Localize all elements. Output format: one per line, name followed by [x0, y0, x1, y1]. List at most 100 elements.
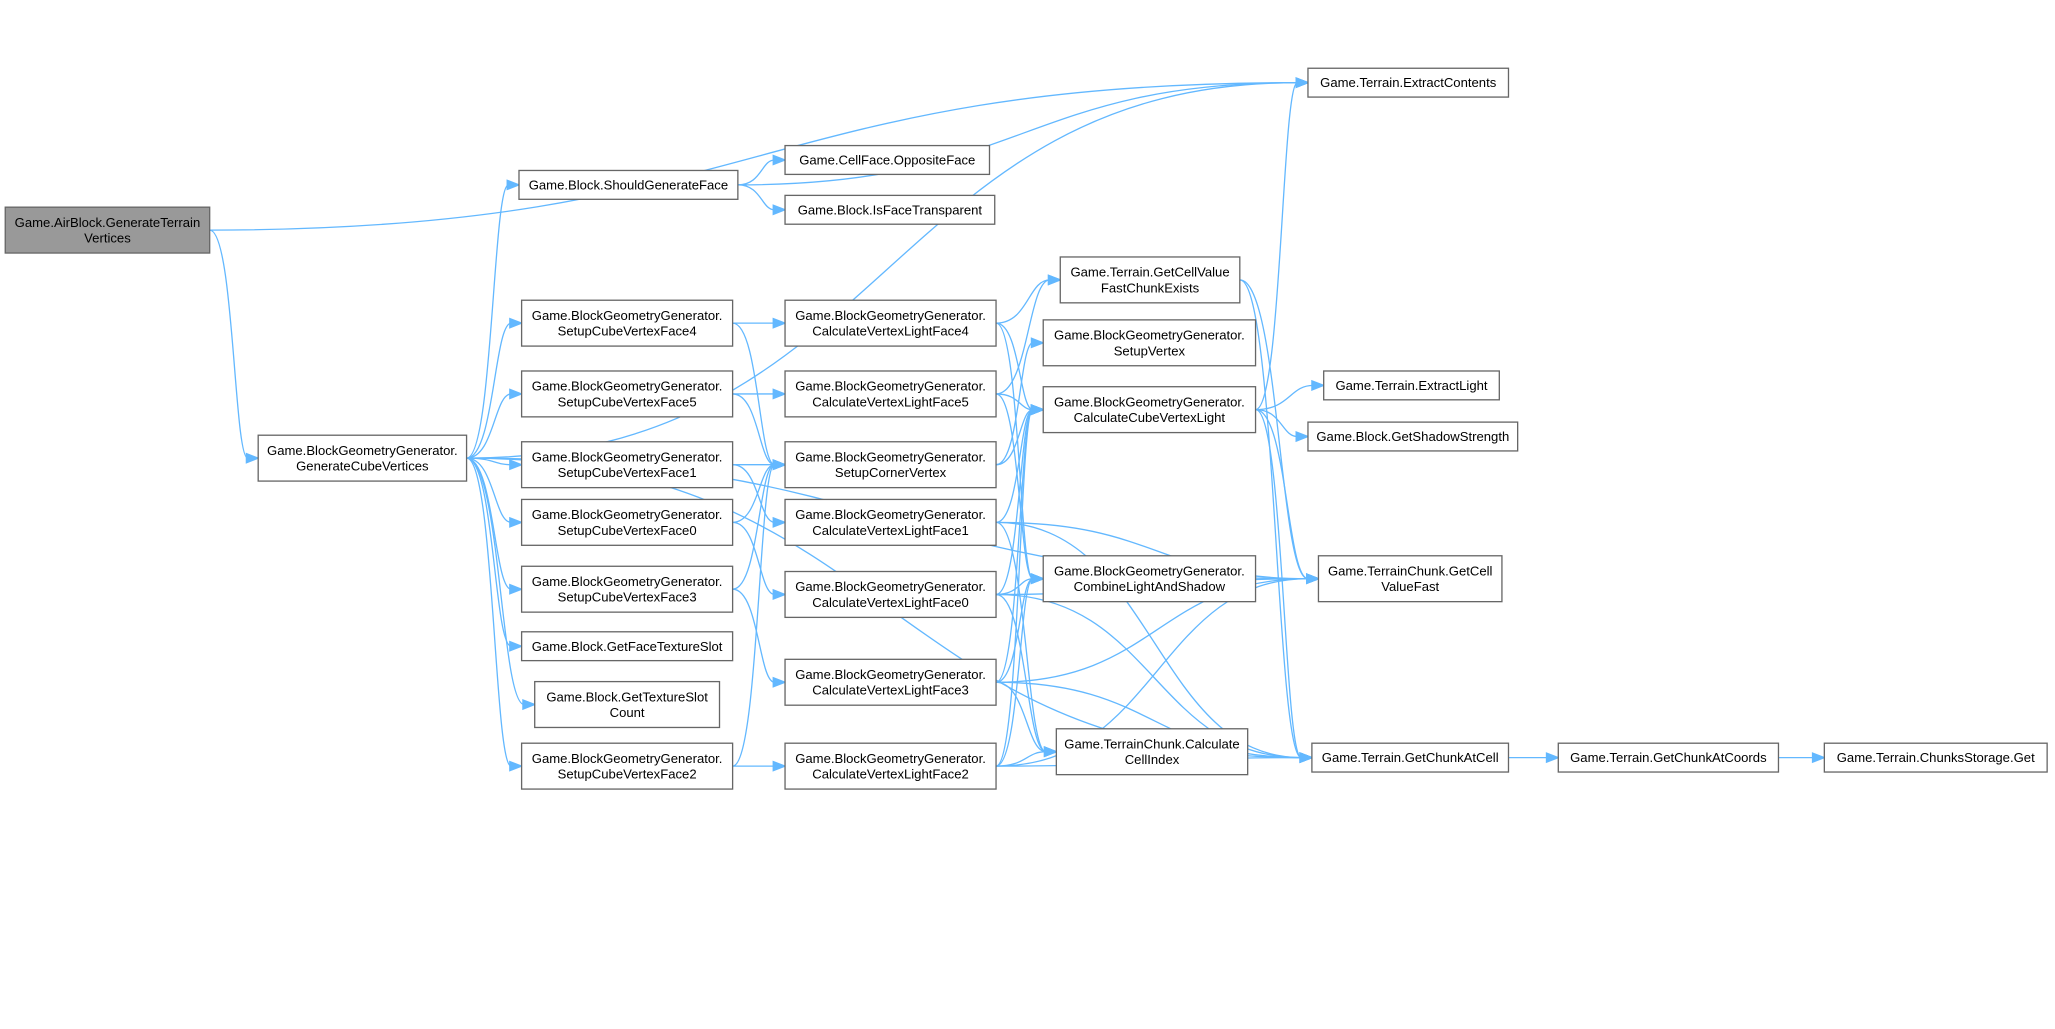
edge-c3-to-gcac — [996, 681, 1302, 759]
arrowhead-icon — [772, 204, 787, 216]
node-label: Game.BlockGeometryGenerator. — [1054, 328, 1245, 343]
node-box — [784, 498, 997, 546]
node-box — [520, 299, 734, 347]
node-box — [784, 299, 997, 347]
arrowhead-icon — [772, 154, 787, 166]
node-box — [1317, 555, 1503, 603]
node-sv[interactable]: Game.BlockGeometryGenerator.SetupVertex — [1042, 319, 1257, 367]
node-el[interactable]: Game.Terrain.ExtractLight — [1323, 370, 1500, 401]
node-label: Game.TerrainChunk.Calculate — [1064, 736, 1239, 751]
node-box — [520, 441, 734, 489]
node-gss[interactable]: Game.Block.GetShadowStrength — [1307, 421, 1519, 452]
node-box — [784, 742, 997, 790]
node-gcaco[interactable]: Game.Terrain.GetChunkAtCoords — [1557, 742, 1780, 773]
node-scv[interactable]: Game.BlockGeometryGenerator.SetupCornerV… — [784, 441, 997, 489]
arrowhead-icon — [1043, 746, 1059, 758]
node-ift[interactable]: Game.Block.IsFaceTransparent — [784, 194, 996, 225]
node-s2[interactable]: Game.BlockGeometryGenerator.SetupCubeVer… — [520, 742, 734, 790]
edge-air-to-ec — [209, 82, 1298, 231]
arrowhead-icon — [772, 317, 787, 329]
edge-c2-to-clas — [995, 578, 1034, 767]
node-label: Game.Terrain.ExtractLight — [1335, 378, 1487, 393]
node-label: Game.BlockGeometryGenerator. — [267, 443, 458, 458]
arrowhead-icon — [772, 388, 787, 400]
node-label: Game.Terrain.GetChunkAtCoords — [1570, 750, 1767, 765]
node-sgf[interactable]: Game.Block.ShouldGenerateFace — [518, 169, 739, 200]
node-label: Game.BlockGeometryGenerator. — [532, 308, 723, 323]
edge-c4-to-clas — [995, 322, 1034, 580]
node-c1[interactable]: Game.BlockGeometryGenerator.CalculateVer… — [784, 498, 997, 546]
arrowhead-icon — [1811, 752, 1827, 764]
edge-c3-to-cci — [995, 681, 1046, 753]
edge-ccvl-to-ec — [1255, 82, 1299, 411]
edge-s3-to-c3 — [732, 588, 775, 683]
node-label: CalculateVertexLightFace5 — [812, 394, 969, 409]
node-label: Game.Block.IsFaceTransparent — [798, 202, 983, 217]
edge-c5-to-gce — [995, 279, 1050, 395]
node-box — [1307, 67, 1510, 98]
node-s4[interactable]: Game.BlockGeometryGenerator.SetupCubeVer… — [520, 299, 734, 347]
node-label: SetupCubeVertexFace2 — [558, 767, 697, 782]
node-box — [1307, 421, 1519, 452]
edge-air-to-gcv — [209, 229, 249, 459]
arrowhead-icon — [772, 588, 787, 600]
node-c2[interactable]: Game.BlockGeometryGenerator.CalculateVer… — [784, 742, 997, 790]
edge-c1-to-cci — [995, 521, 1047, 753]
node-label: ValueFast — [1381, 579, 1439, 594]
arrowhead-icon — [509, 516, 524, 528]
arrowhead-icon — [522, 698, 537, 711]
arrowhead-icon — [1305, 573, 1321, 585]
call-edges — [209, 77, 1827, 772]
node-s5[interactable]: Game.BlockGeometryGenerator.SetupCubeVer… — [520, 370, 734, 418]
node-s1[interactable]: Game.BlockGeometryGenerator.SetupCubeVer… — [520, 441, 734, 489]
arrowhead-icon — [1295, 430, 1310, 443]
edge-s3-to-scv — [732, 464, 775, 590]
node-ec[interactable]: Game.Terrain.ExtractContents — [1307, 67, 1510, 98]
node-label: Game.BlockGeometryGenerator. — [795, 667, 986, 682]
edge-s5-to-scv — [732, 393, 775, 466]
node-c0[interactable]: Game.BlockGeometryGenerator.CalculateVer… — [784, 570, 997, 619]
node-gcac[interactable]: Game.Terrain.GetChunkAtCell — [1311, 742, 1510, 773]
node-s0[interactable]: Game.BlockGeometryGenerator.SetupCubeVer… — [520, 498, 734, 546]
node-csg[interactable]: Game.Terrain.ChunksStorage.Get — [1823, 742, 2048, 773]
node-box — [784, 658, 997, 706]
node-label: GenerateCubeVertices — [296, 459, 429, 474]
node-box — [784, 370, 997, 418]
node-label: Vertices — [84, 231, 131, 246]
node-of[interactable]: Game.CellFace.OppositeFace — [784, 144, 991, 176]
arrowhead-icon — [1311, 379, 1326, 391]
node-c3[interactable]: Game.BlockGeometryGenerator.CalculateVer… — [784, 658, 997, 706]
node-label: CalculateVertexLightFace1 — [812, 523, 969, 538]
node-box — [520, 370, 734, 418]
edge-gcv-to-s2 — [466, 457, 512, 767]
arrowhead-icon — [509, 388, 524, 400]
node-box — [784, 194, 996, 225]
node-label: Game.Terrain.GetCellValue — [1070, 265, 1229, 280]
node-c4[interactable]: Game.BlockGeometryGenerator.CalculateVer… — [784, 299, 997, 347]
node-ccvl[interactable]: Game.BlockGeometryGenerator.CalculateCub… — [1042, 386, 1257, 434]
edge-gcv-to-gfts — [466, 457, 512, 647]
node-label: Game.Terrain.GetChunkAtCell — [1322, 750, 1499, 765]
edge-gcv-to-s0 — [466, 457, 512, 524]
node-label: Game.Block.ShouldGenerateFace — [529, 177, 728, 192]
node-box — [520, 498, 734, 546]
edge-scv-to-ccvl — [995, 408, 1033, 466]
node-gfts[interactable]: Game.Block.GetFaceTextureSlot — [520, 631, 734, 662]
node-clas[interactable]: Game.BlockGeometryGenerator.CombineLight… — [1042, 555, 1257, 603]
node-s3[interactable]: Game.BlockGeometryGenerator.SetupCubeVer… — [520, 565, 734, 613]
edge-sgf-to-ift — [737, 184, 775, 211]
arrowhead-icon — [509, 459, 524, 471]
node-gcv[interactable]: Game.BlockGeometryGenerator.GenerateCube… — [257, 434, 468, 482]
node-box — [520, 565, 734, 613]
node-c5[interactable]: Game.BlockGeometryGenerator.CalculateVer… — [784, 370, 997, 418]
node-label: Game.BlockGeometryGenerator. — [532, 751, 723, 766]
node-label: CalculateVertexLightFace4 — [812, 324, 969, 339]
arrowhead-icon — [1295, 77, 1310, 89]
node-label: SetupCubeVertexFace1 — [558, 465, 697, 480]
node-label: Game.BlockGeometryGenerator. — [795, 579, 986, 594]
